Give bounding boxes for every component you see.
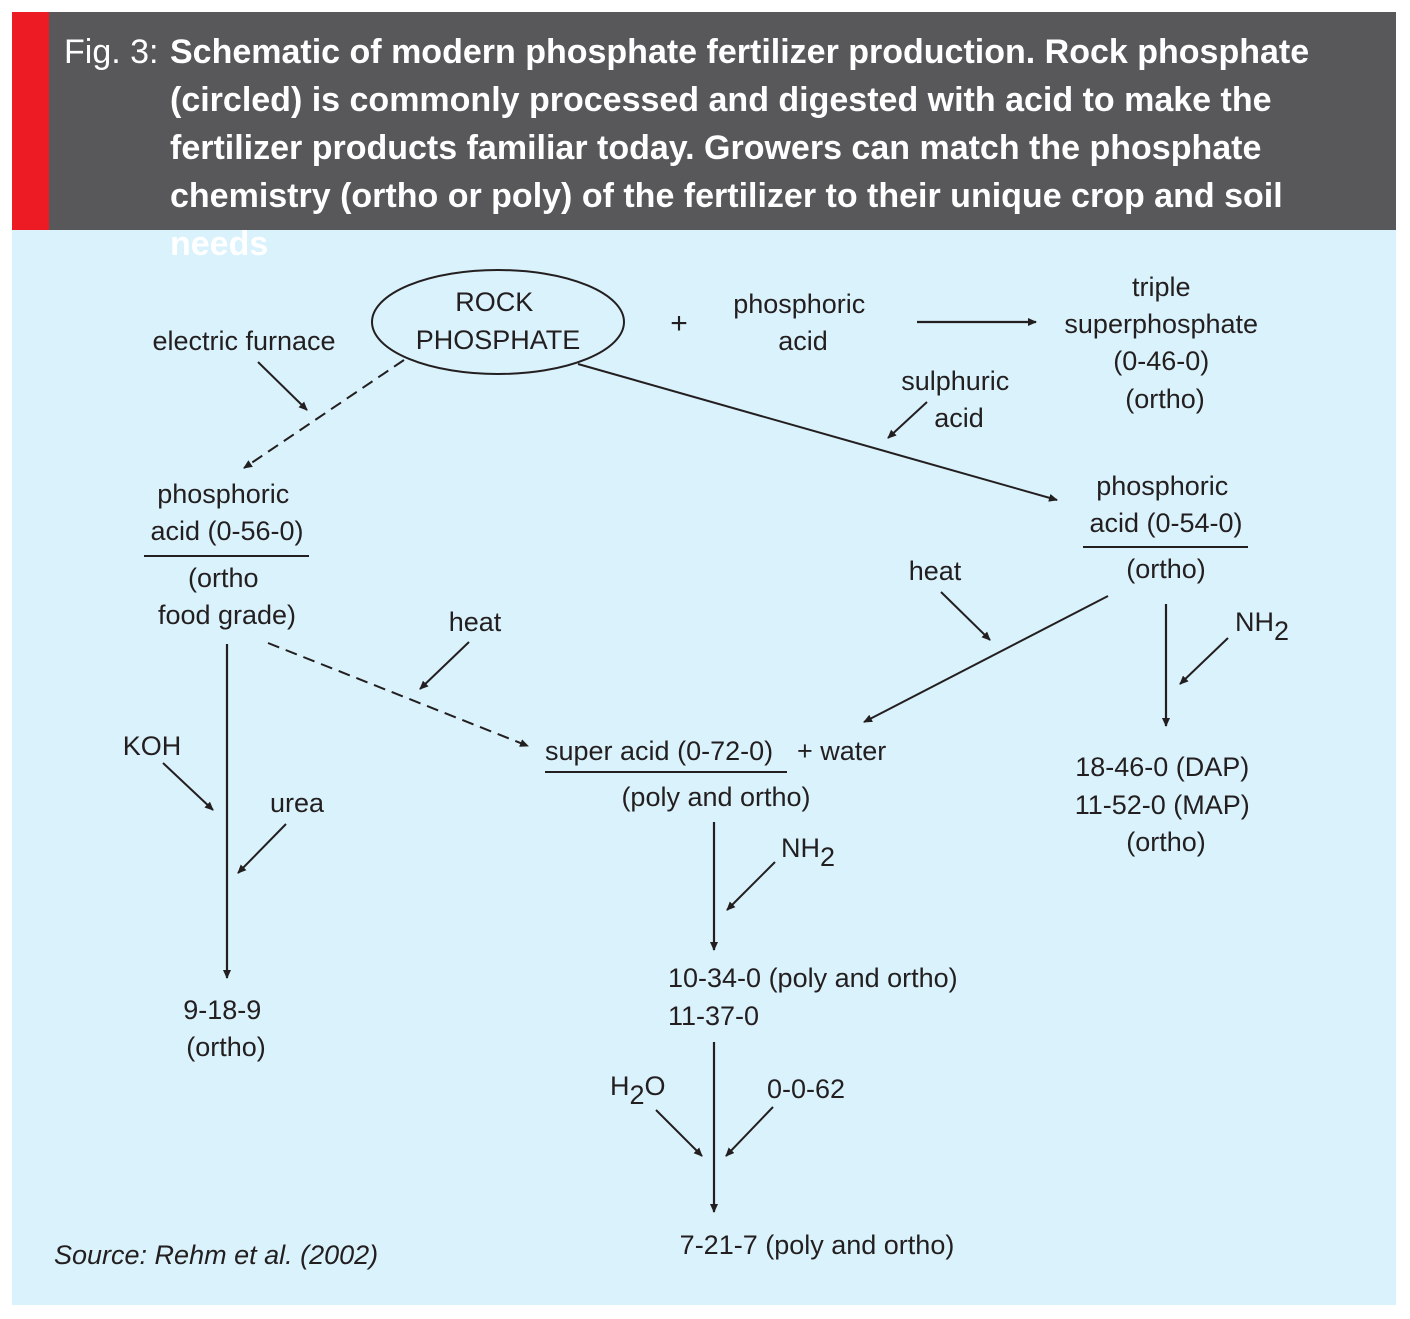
nh2-center-label: NH2 [781,833,835,872]
urea-label: urea [270,788,325,818]
arrow-potash [725,1106,774,1157]
accent-bar [12,12,49,230]
figure-caption: Schematic of modern phosphate fertilizer… [170,33,1310,263]
plus-sign: + [670,307,688,340]
dap-map-label: 18-46-0 (DAP) 11-52-0 (MAP) (ortho) [1075,752,1258,857]
figure-header: Fig. 3: Schematic of modern phosphate fe… [12,12,1396,263]
arrow-urea [237,823,287,874]
triple-superphosphate-label: triple superphosphate (0-46-0) (ortho) [1064,272,1265,414]
phosphoric-acid-0540-label: phosphoric acid (0-54-0) [1089,471,1242,538]
rock-phosphate-label: ROCK PHOSPHATE [416,287,581,355]
product-7217-label: 7-21-7 (poly and ortho) [680,1230,955,1260]
nh2-right-label: NH2 [1235,607,1289,646]
sulphuric-acid-label: sulphuric acid [901,366,1017,433]
poly-and-ortho-label: (poly and ortho) [621,782,810,812]
phosphoric-acid-input-label: phosphoric acid [733,289,873,356]
arrow-h2o [655,1109,703,1157]
potash-label: 0-0-62 [767,1074,845,1104]
ortho-label: (ortho) [1126,554,1206,584]
electric-furnace-label: electric furnace [152,326,335,356]
heat-right-label: heat [909,556,962,586]
heat-left-label: heat [449,607,502,637]
arrow-koh [162,762,214,811]
arrow-nh2-right [1179,637,1229,685]
arrow-sulphuric-acid [887,401,928,439]
arrow-rock-to-acid-0540 [577,363,1058,502]
arrow-electric-furnace [257,361,308,411]
arrow-acid-0560-to-super-acid-dashed [267,642,529,747]
rock-phosphate-ellipse [371,269,625,375]
h2o-label: H2O [610,1071,666,1110]
product-10340-label: 10-34-0 (poly and ortho) 11-37-0 [668,963,965,1031]
arrow-heat-left [419,641,470,690]
arrow-acid-0540-to-super-acid [863,595,1109,723]
arrow-rock-to-acid-0560-dashed [243,359,405,469]
phosphoric-acid-0560-label: phosphoric acid (0-56-0) [150,479,303,546]
source-citation: Source: Rehm et al. (2002) [54,1240,379,1270]
arrow-nh2-center [726,861,776,911]
super-acid-label: super acid (0-72-0) [545,736,773,766]
figure-label: Fig. 3: [64,33,159,71]
plus-water-label: + water [797,736,886,766]
product-9189-label: 9-18-9 (ortho) [183,995,269,1062]
arrow-heat-right [940,591,991,641]
koh-label: KOH [123,731,182,761]
ortho-food-grade-label: (ortho food grade) [158,563,296,630]
